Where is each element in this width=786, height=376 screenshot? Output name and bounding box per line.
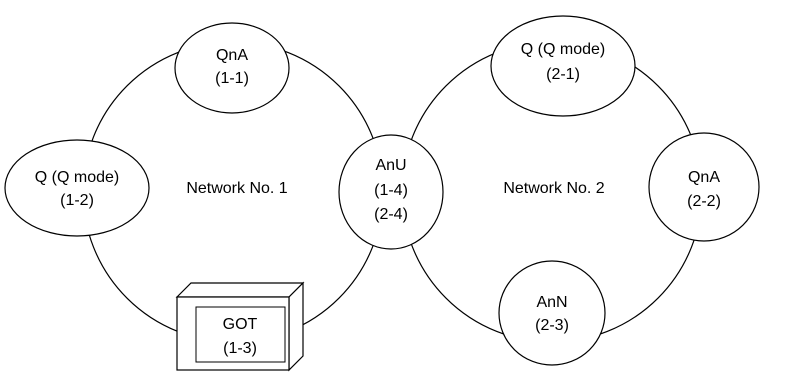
station-number: (1-3) bbox=[223, 340, 257, 357]
station-qna-1-1: QnA (1-1) bbox=[174, 22, 290, 114]
station-number: (2-3) bbox=[535, 317, 569, 334]
network-2-label: Network No. 2 bbox=[503, 180, 604, 197]
station-name: QnA bbox=[216, 47, 248, 64]
station-number: (1-2) bbox=[60, 192, 94, 209]
got-screen bbox=[195, 306, 286, 363]
station-got-1-3: GOT (1-3) bbox=[175, 281, 305, 372]
station-number: (2-4) bbox=[374, 206, 408, 223]
station-node bbox=[498, 260, 606, 366]
station-node bbox=[4, 139, 150, 237]
station-node bbox=[648, 132, 760, 242]
station-name: AnU bbox=[375, 157, 406, 174]
station-anu-1-4-2-4: AnU (1-4) (2-4) bbox=[338, 134, 444, 250]
station-name: QnA bbox=[688, 169, 720, 186]
station-name: Q (Q mode) bbox=[521, 41, 605, 58]
station-number: (2-2) bbox=[687, 193, 721, 210]
station-qna-2-2: QnA (2-2) bbox=[648, 132, 760, 242]
station-ann-2-3: AnN (2-3) bbox=[498, 260, 606, 366]
station-node bbox=[174, 22, 290, 114]
station-name: GOT bbox=[223, 316, 258, 333]
station-q-2-1: Q (Q mode) (2-1) bbox=[490, 15, 636, 117]
station-number: (1-1) bbox=[215, 70, 249, 87]
got-side-face bbox=[288, 281, 304, 372]
station-number: (2-1) bbox=[546, 66, 580, 83]
station-q-1-2: Q (Q mode) (1-2) bbox=[4, 139, 150, 237]
station-node bbox=[490, 15, 636, 117]
network-1-label: Network No. 1 bbox=[186, 180, 287, 197]
station-name: Q (Q mode) bbox=[35, 169, 119, 186]
station-number: (1-4) bbox=[374, 182, 408, 199]
got-top-face bbox=[175, 282, 305, 298]
station-node bbox=[338, 134, 444, 250]
station-name: AnN bbox=[536, 294, 567, 311]
